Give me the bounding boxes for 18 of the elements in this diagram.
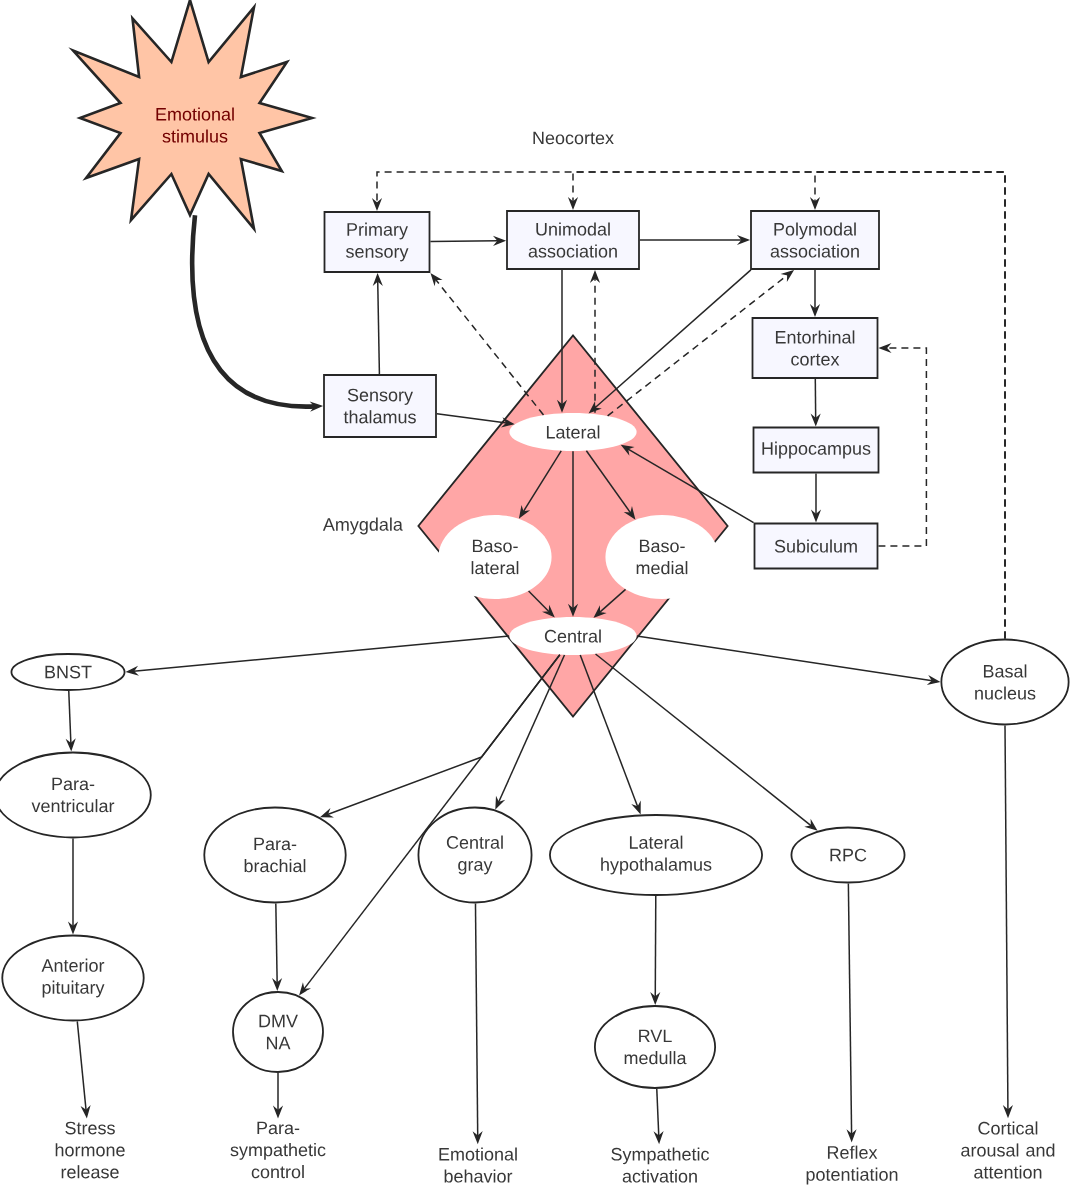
output-label: Cortical arousal and attention — [961, 1121, 1055, 1179]
starburst: Emotional stimulus — [68, 0, 317, 234]
node-label: Amygdala — [322, 517, 403, 535]
process-box: Sensory thalamus — [323, 374, 437, 438]
node-label: Baso- lateral — [471, 539, 519, 575]
process-box: Entorhinal cortex — [751, 317, 879, 379]
process-box: Subiculum — [753, 522, 879, 570]
process-box: Polymodal association — [750, 210, 880, 270]
node-label: Baso- medial — [636, 539, 688, 575]
output-label: Stress hormone release — [55, 1121, 125, 1179]
output-label: Para- sympathetic control — [230, 1121, 326, 1179]
process-box: Unimodal association — [506, 210, 640, 270]
region-label: Neocortex — [533, 131, 614, 145]
output-label: Reflex potentiation — [806, 1145, 898, 1185]
process-box: Primary sensory — [323, 211, 431, 273]
output-label: Emotional behavior — [439, 1147, 517, 1183]
output-label: Sympathetic activation — [611, 1147, 710, 1183]
process-box: Hippocampus — [752, 426, 880, 474]
